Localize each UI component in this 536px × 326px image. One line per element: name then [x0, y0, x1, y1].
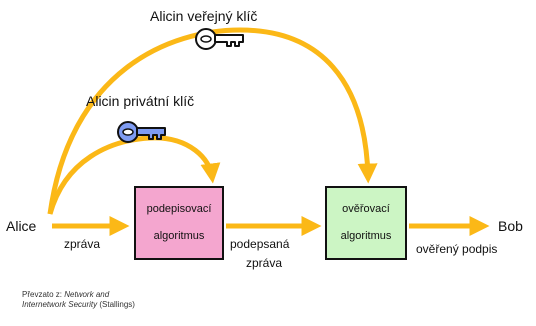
signed-message-label-line2: zpráva — [246, 256, 283, 270]
signed-message-label-line1: podepsaná — [230, 237, 290, 251]
credit-title-part1: Network and — [64, 290, 110, 299]
credit-prefix: Převzato z: — [22, 290, 65, 299]
verify-box-line2: algoritmus — [340, 230, 392, 243]
verified-signature-label: ověřený podpis — [416, 242, 498, 256]
message-label: zpráva — [64, 237, 101, 251]
signing-box-line1: podepisovací — [146, 202, 212, 215]
public-key-arc — [47, 27, 378, 215]
verify-box-line1: ověřovací — [342, 202, 390, 215]
public-key-icon — [195, 28, 244, 50]
verification-algorithm-box: ověřovací algoritmus — [325, 186, 407, 260]
credit-title-part2: Internetwork Security — [22, 300, 98, 309]
source-credit: Převzato z: Network and Internetwork Sec… — [22, 290, 135, 310]
private-key-label: Alicin privátní klíč — [86, 93, 195, 109]
signing-box-line2: algoritmus — [153, 230, 205, 243]
signing-algorithm-box: podepisovací algoritmus — [134, 186, 224, 260]
private-key-icon — [117, 121, 166, 143]
public-key-label: Alicin veřejný klíč — [150, 8, 258, 24]
alice-label: Alice — [6, 218, 37, 234]
credit-suffix: (Stallings) — [97, 300, 135, 309]
bob-label: Bob — [498, 218, 523, 234]
private-key-arc — [47, 135, 221, 215]
